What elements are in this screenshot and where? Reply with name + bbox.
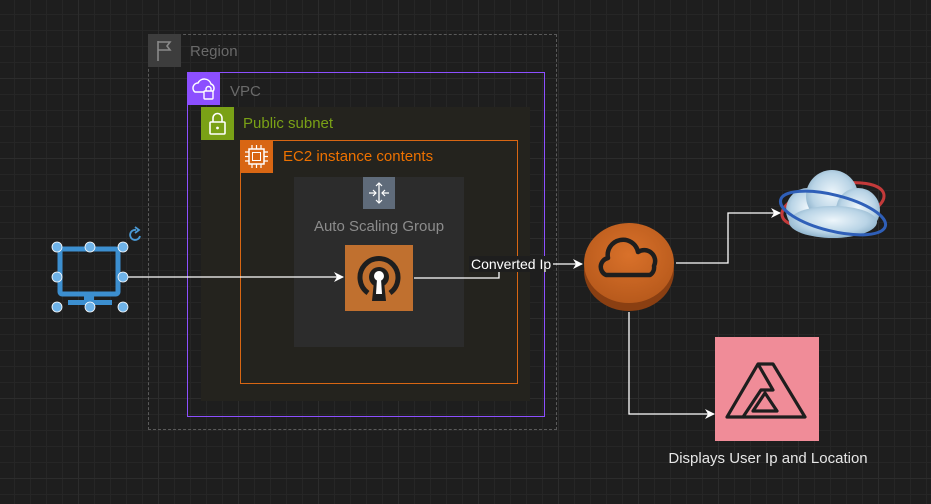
cloud-icon (598, 237, 658, 278)
flag-icon (148, 34, 181, 67)
vpc-label: VPC (230, 83, 261, 100)
ec2-instance-label: EC2 instance contents (283, 148, 434, 165)
region-group[interactable] (148, 34, 557, 430)
amplify-label: Displays User Ip and Location (668, 450, 868, 467)
padlock-icon (201, 107, 234, 140)
cloud-service-node[interactable] (584, 223, 674, 311)
region-label: Region (190, 43, 238, 60)
openvpn-keyhole-icon (357, 256, 401, 301)
edge-label-converted-ip: Converted Ip (469, 256, 554, 272)
cloud-lock-icon (187, 72, 220, 105)
auto-scaling-group-label: Auto Scaling Group (313, 218, 445, 235)
openvpn-server-node[interactable] (345, 245, 413, 311)
client-node[interactable] (51, 226, 141, 313)
edge-cloud-to-amplify[interactable] (628, 312, 715, 419)
ip-lookup-node[interactable] (776, 170, 890, 244)
auto-scaling-icon (363, 177, 395, 209)
rotate-handle-icon[interactable] (129, 226, 141, 241)
vpc-group[interactable] (187, 72, 545, 417)
chip-icon (240, 140, 273, 173)
monitor-icon (57, 246, 121, 305)
amplify-node[interactable] (715, 337, 819, 441)
selection-handles[interactable] (51, 241, 129, 313)
public-subnet-label: Public subnet (243, 115, 334, 132)
amplify-icon (725, 362, 807, 419)
edge-cloud-to-ip-lookup[interactable] (676, 208, 781, 264)
cloud-globe-icon (778, 170, 888, 238)
